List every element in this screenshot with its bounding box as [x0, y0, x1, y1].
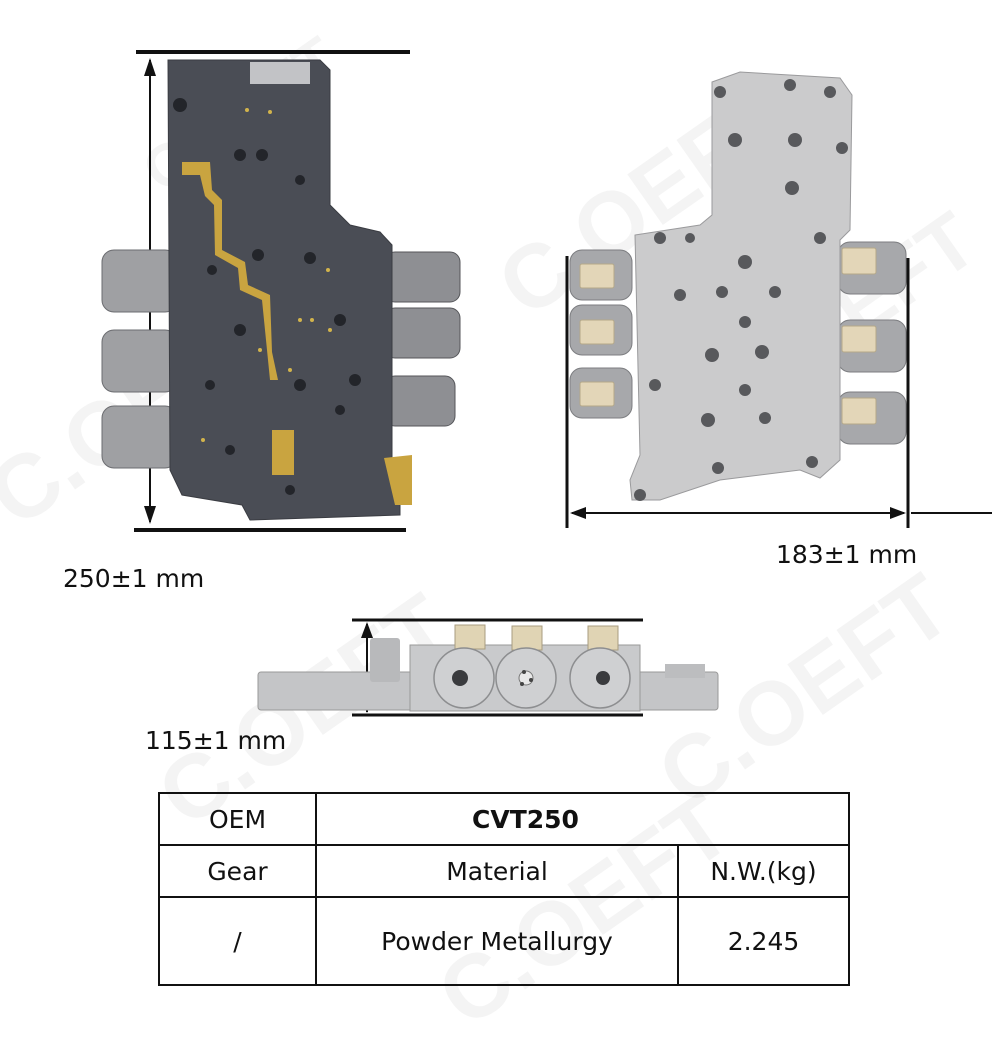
table-row: / Powder Metallurgy 2.245 — [158, 896, 850, 986]
depth-dimension-label: 115±1 mm — [145, 726, 287, 755]
height-dimension-label: 250±1 mm — [63, 564, 205, 593]
width-dimension-label: 183±1 mm — [776, 540, 918, 569]
weight-value: 2.245 — [677, 896, 850, 986]
material-header: Material — [315, 844, 679, 898]
table-row: OEM CVT250 — [158, 792, 850, 846]
weight-header: N.W.(kg) — [677, 844, 850, 898]
spec-table: OEM CVT250 Gear Material N.W.(kg) / Powd… — [158, 792, 850, 986]
material-value: Powder Metallurgy — [315, 896, 679, 986]
oem-label: OEM — [158, 792, 317, 846]
front-view-image — [101, 50, 992, 717]
gear-header: Gear — [158, 844, 317, 898]
oem-value: CVT250 — [315, 792, 850, 846]
table-row: Gear Material N.W.(kg) — [158, 844, 850, 898]
gear-value: / — [158, 896, 317, 986]
